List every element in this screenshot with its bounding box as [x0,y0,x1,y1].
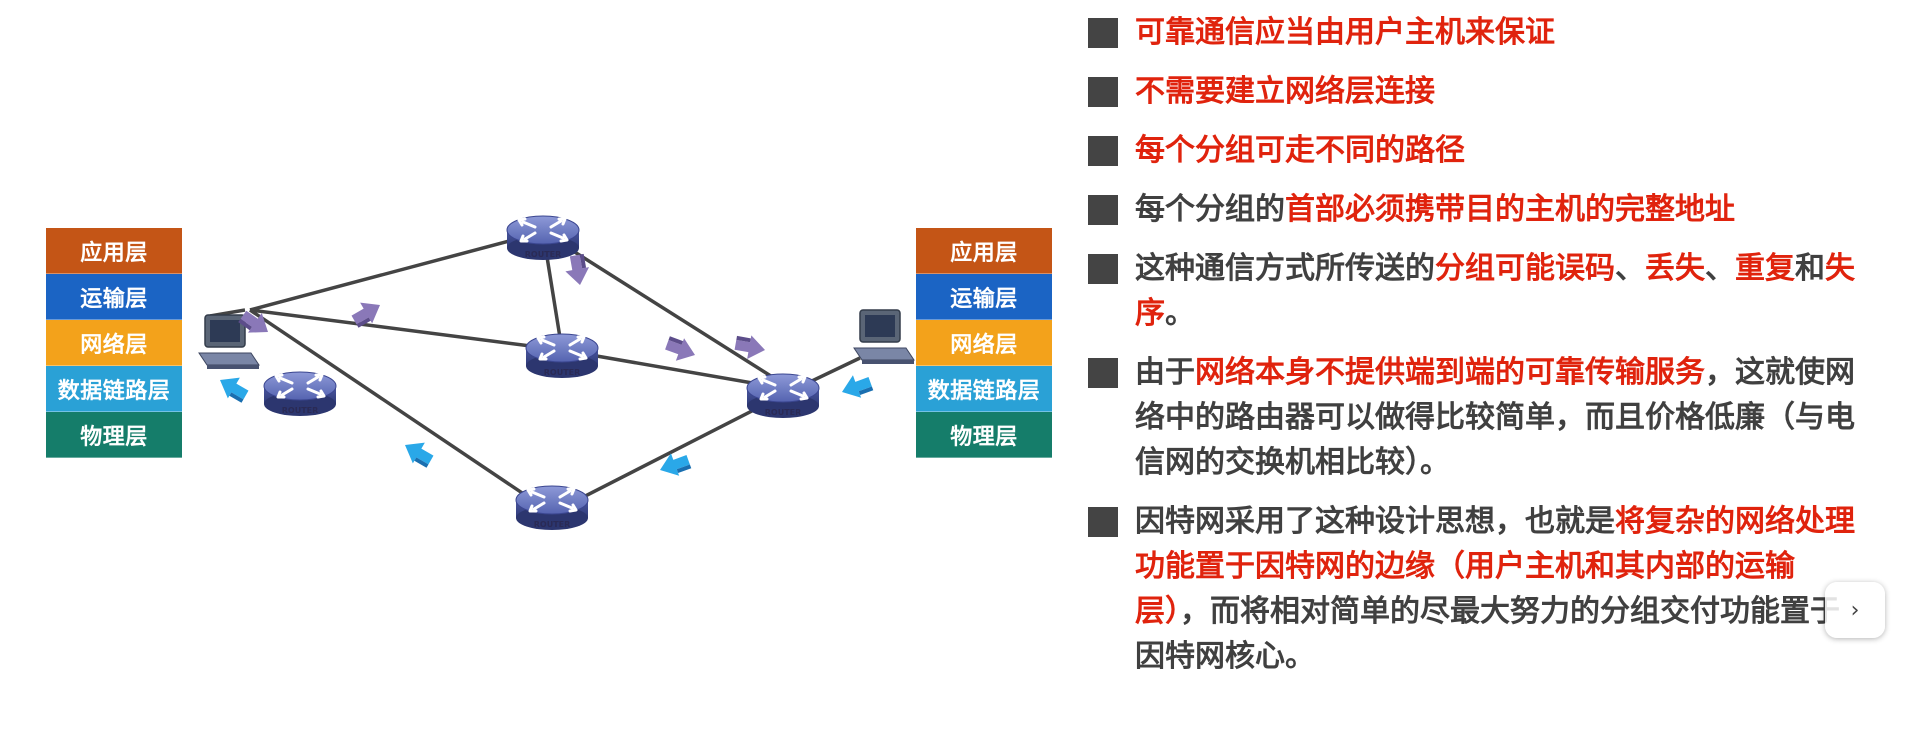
bullet-square-icon [1088,358,1118,388]
packet-arrow-icon [662,333,700,367]
layer-application: 应用层 [46,228,182,274]
bullet-text: 可靠通信应当由用户主机来保证 [1135,10,1865,55]
svg-text:ROUTER: ROUTER [765,408,802,417]
plain-text: ，这就使网络中的路由器可以做得比较简单，而且价格低廉（与电信网的交换机相比较）。 [1135,355,1855,480]
svg-text:ROUTER: ROUTER [544,368,581,377]
router-bottom-icon: ROUTER [514,484,590,532]
emphasis-text: 丢失 [1645,251,1705,286]
router-left-icon: ROUTER [262,370,338,418]
emphasis-text: 不需要建立网络层连接 [1135,74,1435,109]
bullet-item: 每个分组的首部必须携带目的主机的完整地址 [1085,187,1865,232]
plain-text: ，而将相对简单的尽最大努力的分组交付功能置于因特网核心。 [1135,594,1840,674]
bullet-item: 由于网络本身不提供端到端的可靠传输服务，这就使网络中的路由器可以做得比较简单，而… [1085,350,1865,485]
bullet-square-icon [1088,254,1118,284]
layer-network: 网络层 [46,320,182,366]
layer-application: 应用层 [916,228,1052,274]
packet-arrow-icon [837,370,875,404]
bullet-square-icon [1088,18,1118,48]
layer-physical: 物理层 [916,412,1052,458]
next-slide-button[interactable]: › [1825,582,1885,638]
router-right-icon: ROUTER [745,372,821,420]
bullet-square-icon [1088,195,1118,225]
plain-text: 、 [1615,251,1645,286]
router-top-icon: ROUTER [505,214,581,262]
packet-arrow-icon [399,434,437,471]
layer-physical: 物理层 [46,412,182,458]
emphasis-text: 分组可能误码 [1435,251,1615,286]
right-protocol-stack: 应用层 运输层 网络层 数据链路层 物理层 [916,228,1052,458]
plain-text: 这种通信方式所传送的 [1135,251,1435,286]
emphasis-text: 每个分组可走不同的路径 [1135,133,1465,168]
bullet-item: 因特网采用了这种设计思想，也就是将复杂的网络处理功能置于因特网的边缘（用户主机和… [1085,499,1865,679]
bullet-text: 每个分组的首部必须携带目的主机的完整地址 [1135,187,1865,232]
plain-text: 、 [1705,251,1735,286]
plain-text: 由于 [1135,355,1195,390]
emphasis-text: 首部必须携带目的主机的完整地址 [1285,192,1735,227]
bullet-text: 不需要建立网络层连接 [1135,69,1865,114]
layer-network: 网络层 [916,320,1052,366]
bullet-item: 可靠通信应当由用户主机来保证 [1085,10,1865,55]
svg-text:ROUTER: ROUTER [534,520,571,529]
chevron-right-icon: › [1850,597,1860,623]
packet-arrow-icon [214,369,252,406]
svg-text:ROUTER: ROUTER [525,250,562,259]
bullet-text: 因特网采用了这种设计思想，也就是将复杂的网络处理功能置于因特网的边缘（用户主机和… [1135,499,1865,679]
network-diagram: ROUTER ROUTER ROUTER ROUTER ROUTER [198,214,915,532]
left-protocol-stack: 应用层 运输层 网络层 数据链路层 物理层 [46,228,182,458]
emphasis-text: 将复杂的网络处理功能置于因特网的边缘（用户主机和其内部的运输层） [1135,504,1855,629]
emphasis-text: 可靠通信应当由用户主机来保证 [1135,15,1555,50]
plain-text: 和 [1795,251,1825,286]
bullet-square-icon [1088,77,1118,107]
bullet-item: 这种通信方式所传送的分组可能误码、丢失、重复和失序。 [1085,246,1865,336]
bullet-text: 每个分组可走不同的路径 [1135,128,1865,173]
bullet-text: 这种通信方式所传送的分组可能误码、丢失、重复和失序。 [1135,246,1865,336]
bullet-item: 每个分组可走不同的路径 [1085,128,1865,173]
host-right-icon [853,309,915,365]
layer-data-link: 数据链路层 [46,366,182,412]
emphasis-text: 重复 [1735,251,1795,286]
layer-transport: 运输层 [46,274,182,320]
layer-transport: 运输层 [916,274,1052,320]
emphasis-text: 网络本身不提供端到端的可靠传输服务 [1195,355,1705,390]
bullet-item: 不需要建立网络层连接 [1085,69,1865,114]
bullet-square-icon [1088,136,1118,166]
layer-data-link: 数据链路层 [916,366,1052,412]
bullet-square-icon [1088,507,1118,537]
emphasis-text: 失序 [1135,251,1855,331]
bullet-text: 由于网络本身不提供端到端的可靠传输服务，这就使网络中的路由器可以做得比较简单，而… [1135,350,1865,485]
plain-text: 因特网采用了这种设计思想，也就是 [1135,504,1615,539]
svg-text:ROUTER: ROUTER [282,406,319,415]
bullet-list: 可靠通信应当由用户主机来保证不需要建立网络层连接每个分组可走不同的路径每个分组的… [1085,10,1865,693]
plain-text: 每个分组的 [1135,192,1285,227]
router-middle-icon: ROUTER [524,332,600,380]
plain-text: 。 [1165,296,1195,331]
packet-arrow-icon [655,448,693,482]
network-links [209,230,861,515]
